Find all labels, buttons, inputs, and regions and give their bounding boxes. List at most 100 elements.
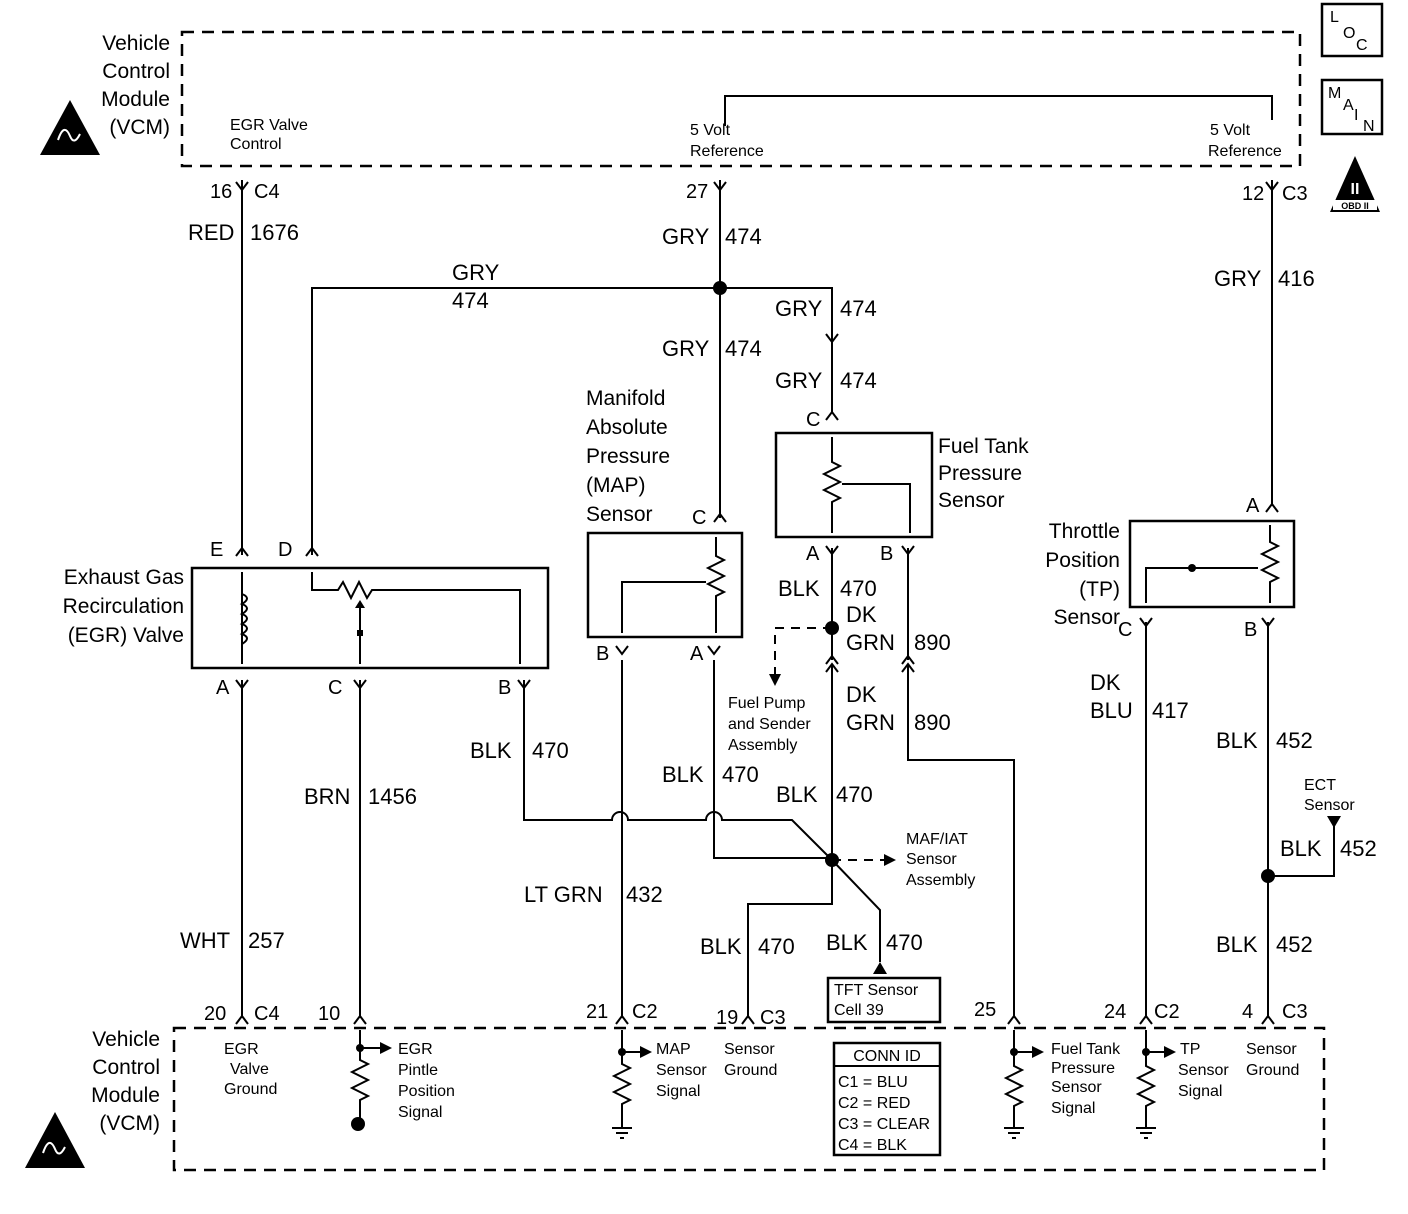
svg-text:Throttle: Throttle — [1049, 520, 1120, 543]
svg-text:470: 470 — [840, 576, 877, 601]
svg-text:C4 = BLK: C4 = BLK — [838, 1137, 907, 1154]
main-badge: M A I N — [1320, 78, 1384, 136]
conn-id-table: CONN ID C1 = BLU C2 = RED C3 = CLEAR C4 … — [832, 1041, 942, 1157]
map-label: Manifold Absolute Pressure (MAP) Sensor — [586, 387, 670, 526]
svg-text:Sensor: Sensor — [1051, 1079, 1102, 1096]
ground-icon — [1136, 1127, 1156, 1139]
svg-text:Signal: Signal — [1178, 1083, 1222, 1100]
svg-text:417: 417 — [1152, 698, 1189, 723]
svg-text:BLK: BLK — [470, 738, 512, 763]
svg-text:Fuel Tank: Fuel Tank — [938, 435, 1029, 458]
svg-text:1676: 1676 — [250, 220, 299, 245]
svg-text:Sensor: Sensor — [1053, 606, 1120, 629]
internal-ref-link — [724, 95, 1273, 126]
svg-text:C3: C3 — [760, 1007, 786, 1029]
svg-text:BLK: BLK — [700, 934, 742, 959]
svg-text:BLK: BLK — [776, 782, 818, 807]
svg-text:C2: C2 — [1154, 1001, 1180, 1023]
svg-text:A: A — [806, 543, 820, 565]
svg-text:Sensor: Sensor — [1246, 1041, 1297, 1058]
svg-text:Signal: Signal — [1051, 1100, 1095, 1117]
svg-text:C2: C2 — [632, 1001, 658, 1023]
svg-text:CONN ID: CONN ID — [853, 1048, 921, 1065]
svg-text:Reference: Reference — [690, 143, 764, 160]
wire-labels: RED 1676 GRY 474 GRY 474 GRY 474 GRY 474… — [180, 220, 1377, 959]
svg-text:Signal: Signal — [656, 1083, 700, 1100]
tp-label: Throttle Position (TP) Sensor — [1045, 520, 1120, 629]
svg-text:20: 20 — [204, 1003, 226, 1025]
svg-text:Pintle: Pintle — [398, 1062, 438, 1079]
svg-text:BLK: BLK — [1280, 836, 1322, 861]
svg-text:25: 25 — [974, 999, 996, 1021]
svg-text:416: 416 — [1278, 266, 1315, 291]
svg-text:Sensor: Sensor — [586, 503, 653, 526]
pin-numbers: 16 C4 27 12 C3 20 C4 10 21 C2 19 C3 25 2… — [204, 181, 1308, 1029]
svg-text:4: 4 — [1242, 1001, 1253, 1023]
svg-text:Sensor: Sensor — [906, 851, 957, 868]
svg-text:Sensor: Sensor — [1304, 797, 1355, 814]
svg-text:TFT Sensor: TFT Sensor — [834, 982, 919, 999]
svg-text:Manifold: Manifold — [586, 387, 665, 410]
svg-text:474: 474 — [725, 336, 762, 361]
svg-text:Absolute: Absolute — [586, 416, 668, 439]
svg-text:470: 470 — [836, 782, 873, 807]
svg-text:Pressure: Pressure — [586, 445, 670, 468]
svg-text:GRN: GRN — [846, 630, 895, 655]
fuel-tank-pressure-sensor — [774, 431, 934, 539]
svg-text:B: B — [880, 543, 893, 565]
svg-text:BLK: BLK — [662, 762, 704, 787]
svg-text:I: I — [1354, 107, 1358, 124]
svg-text:L: L — [1330, 9, 1339, 26]
svg-text:(EGR) Valve: (EGR) Valve — [68, 624, 184, 647]
egr-label: Exhaust Gas Recirculation (EGR) Valve — [63, 566, 184, 647]
svg-text:Position: Position — [398, 1083, 455, 1100]
svg-text:GRN: GRN — [846, 710, 895, 735]
svg-text:E: E — [210, 539, 223, 561]
svg-text:B: B — [596, 643, 609, 665]
svg-text:C1 = BLU: C1 = BLU — [838, 1074, 908, 1091]
svg-text:BLK: BLK — [826, 930, 868, 955]
svg-text:Valve: Valve — [230, 1061, 269, 1078]
svg-text:Exhaust Gas: Exhaust Gas — [64, 566, 184, 589]
loc-badge: L O C — [1320, 2, 1384, 58]
svg-text:C4: C4 — [254, 181, 280, 203]
svg-text:Ground: Ground — [724, 1062, 777, 1079]
svg-text:1456: 1456 — [368, 784, 417, 809]
svg-text:C3: C3 — [1282, 183, 1308, 205]
svg-text:Reference: Reference — [1208, 143, 1282, 160]
svg-text:D: D — [278, 539, 292, 561]
svg-text:474: 474 — [452, 288, 489, 313]
svg-text:Control: Control — [92, 1056, 160, 1079]
esd-warning-icon — [40, 100, 100, 155]
svg-text:BLK: BLK — [778, 576, 820, 601]
svg-text:(VCM): (VCM) — [109, 116, 170, 139]
svg-text:890: 890 — [914, 710, 951, 735]
svg-text:(VCM): (VCM) — [99, 1112, 160, 1135]
ftp-label: Fuel Tank Pressure Sensor — [938, 435, 1029, 512]
svg-text:BRN: BRN — [304, 784, 350, 809]
svg-text:C: C — [692, 507, 706, 529]
svg-text:470: 470 — [886, 930, 923, 955]
egr-valve-control-label: EGR Valve — [230, 117, 308, 134]
svg-text:RED: RED — [188, 220, 234, 245]
svg-text:GRY: GRY — [452, 260, 500, 285]
vcm-top-module-box — [180, 30, 1302, 168]
svg-text:GRY: GRY — [662, 224, 710, 249]
svg-text:Module: Module — [101, 88, 170, 111]
svg-text:Sensor: Sensor — [656, 1062, 707, 1079]
svg-text:Ground: Ground — [1246, 1062, 1299, 1079]
svg-text:Cell 39: Cell 39 — [834, 1002, 884, 1019]
svg-text:474: 474 — [840, 368, 877, 393]
svg-text:Recirculation: Recirculation — [63, 595, 184, 618]
splice-points — [713, 281, 1275, 883]
svg-text:27: 27 — [686, 181, 708, 203]
egr-pins: E D A C B — [210, 539, 511, 699]
svg-text:DK: DK — [846, 682, 877, 707]
svg-text:257: 257 — [248, 928, 285, 953]
svg-text:and Sender: and Sender — [728, 716, 811, 733]
fuel-pump-label: Fuel Pump — [728, 695, 805, 712]
svg-text:C: C — [1356, 37, 1368, 54]
svg-text:EGR: EGR — [398, 1041, 433, 1058]
svg-text:A: A — [690, 643, 704, 665]
